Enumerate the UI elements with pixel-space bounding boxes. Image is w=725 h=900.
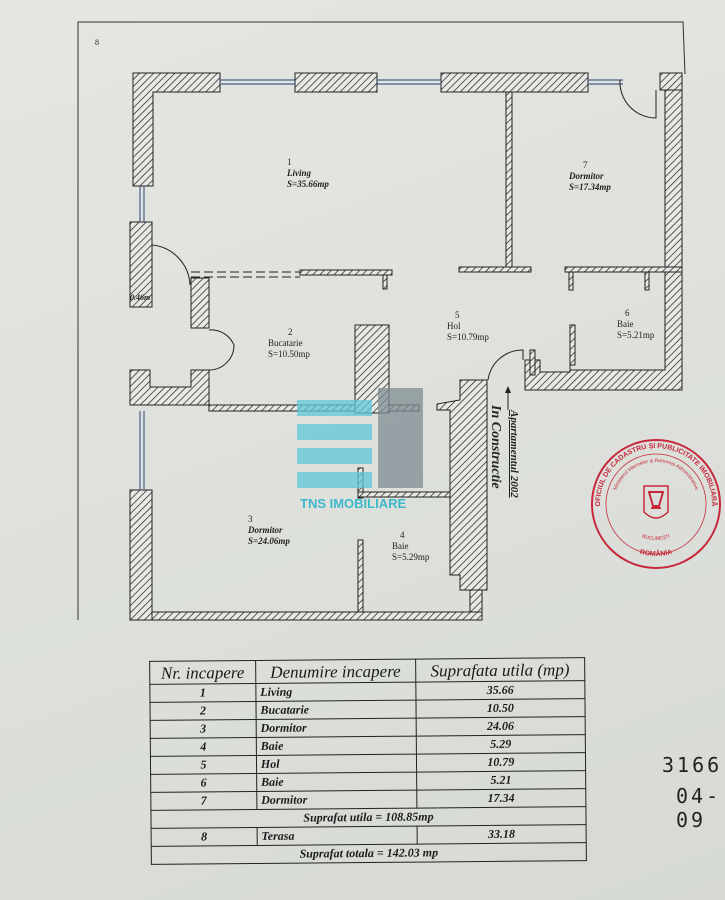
cell-name: Dormitor (256, 718, 416, 738)
dimension-label: 0.46m (130, 293, 151, 302)
room-area: S=5.21mp (617, 330, 655, 340)
cell-area: 24.06 (415, 716, 586, 737)
header-room-number: Nr. incapere (149, 660, 256, 685)
room-label-baie-6: 6 Baie S=5.21mp (617, 308, 654, 341)
room-label-dormitor-3: 3 Dormitor S=24.06mp (248, 514, 290, 547)
room-label-living: 1 Living S=35.66mp (287, 157, 329, 190)
cell-name: Dormitor (256, 790, 417, 810)
room-number: 5 (455, 310, 460, 320)
cell-name: Baie (256, 736, 417, 756)
room-number: 7 (583, 160, 588, 170)
room-name: Dormitor (569, 171, 604, 181)
cell-name: Hol (256, 754, 417, 774)
walls (129, 72, 683, 621)
room-area: S=24.06mp (248, 536, 290, 546)
reference-date: 04-09 (676, 784, 722, 832)
terrace-number: 8 (95, 38, 99, 47)
cell-name: Living (255, 682, 416, 702)
header-usable-area: Suprafata utila (mp) (415, 657, 585, 683)
room-name: Baie (617, 319, 634, 329)
cell-nr: 8 (151, 827, 258, 847)
cell-nr: 5 (150, 755, 257, 775)
header-room-name: Denumire incapere (255, 659, 416, 684)
cell-name: Baie (256, 772, 417, 792)
watermark: TNS IMOBILIARE (300, 496, 407, 511)
cell-nr: 4 (150, 737, 257, 757)
arrow-icon (505, 386, 511, 410)
stamp-outer-text: OFICIUL DE CADASTRU ȘI PUBLICITATE IMOBI… (595, 443, 719, 506)
cell-name: Terasa (256, 826, 417, 846)
room-number: 6 (625, 308, 630, 318)
room-label-bucatarie: 2 Bucatarie S=10.50mp (268, 327, 310, 360)
cell-nr: 6 (150, 773, 257, 793)
cell-area: 33.18 (416, 824, 587, 845)
total-cell: Suprafat totala = 142.03 mp (151, 842, 587, 865)
svg-text:OFICIUL DE CADASTRU ȘI PUBLICI: OFICIUL DE CADASTRU ȘI PUBLICITATE IMOBI… (595, 443, 719, 506)
area-table: Nr. incapere Denumire incapere Suprafata… (149, 657, 587, 865)
cell-nr: 7 (150, 791, 257, 811)
room-label-dormitor-7: 7 Dormitor S=17.34mp (569, 160, 611, 193)
room-area: S=5.29mp (392, 552, 430, 562)
room-area: S=10.50mp (268, 349, 310, 359)
room-area: S=17.34mp (569, 182, 611, 192)
svg-text:ROMÂNIA: ROMÂNIA (639, 549, 673, 558)
room-number: 3 (248, 514, 253, 524)
tns-logo-icon (297, 388, 423, 488)
stamp-city-text: BUCUREȘTI (641, 533, 671, 542)
room-number: 1 (287, 157, 292, 167)
total-row: Suprafat totala = 142.03 mp (151, 842, 587, 865)
room-name: Living (287, 168, 311, 178)
cell-area: 10.50 (415, 698, 586, 719)
coat-of-arms-icon (643, 485, 669, 519)
cadastre-stamp: OFICIUL DE CADASTRU ȘI PUBLICITATE IMOBI… (591, 439, 721, 569)
dashed-partition (191, 271, 300, 278)
cell-area: 5.21 (416, 770, 586, 791)
reference-number: 3166 (662, 753, 723, 777)
room-area: S=10.79mp (447, 332, 489, 342)
room-name: Baie (392, 541, 409, 551)
cell-nr: 2 (149, 701, 257, 721)
stamp-bottom-text: ROMÂNIA (639, 549, 673, 558)
cell-area: 35.66 (415, 680, 585, 701)
neighbor-status-label: In Constructie (488, 405, 503, 489)
neighbor-apartment-label: Apartamentul 2002 (508, 410, 520, 498)
room-label-hol: 5 Hol S=10.79mp (447, 310, 489, 343)
terrace-outline (77, 21, 686, 620)
cell-nr: 3 (150, 719, 257, 739)
cell-nr: 1 (149, 683, 256, 703)
svg-text:BUCUREȘTI: BUCUREȘTI (641, 533, 671, 542)
room-name: Bucatarie (268, 338, 303, 348)
windows (139, 79, 623, 490)
cell-area: 17.34 (416, 788, 586, 809)
room-area: S=35.66mp (287, 179, 329, 189)
cell-area: 10.79 (416, 752, 586, 773)
room-label-baie-4: 4 Baie S=5.29mp (392, 530, 429, 563)
room-number: 4 (400, 530, 405, 540)
room-number: 2 (288, 327, 293, 337)
room-name: Dormitor (248, 525, 283, 535)
cell-name: Bucatarie (255, 700, 416, 720)
cell-area: 5.29 (415, 734, 586, 755)
door-swings (151, 79, 657, 381)
room-name: Hol (447, 321, 461, 331)
